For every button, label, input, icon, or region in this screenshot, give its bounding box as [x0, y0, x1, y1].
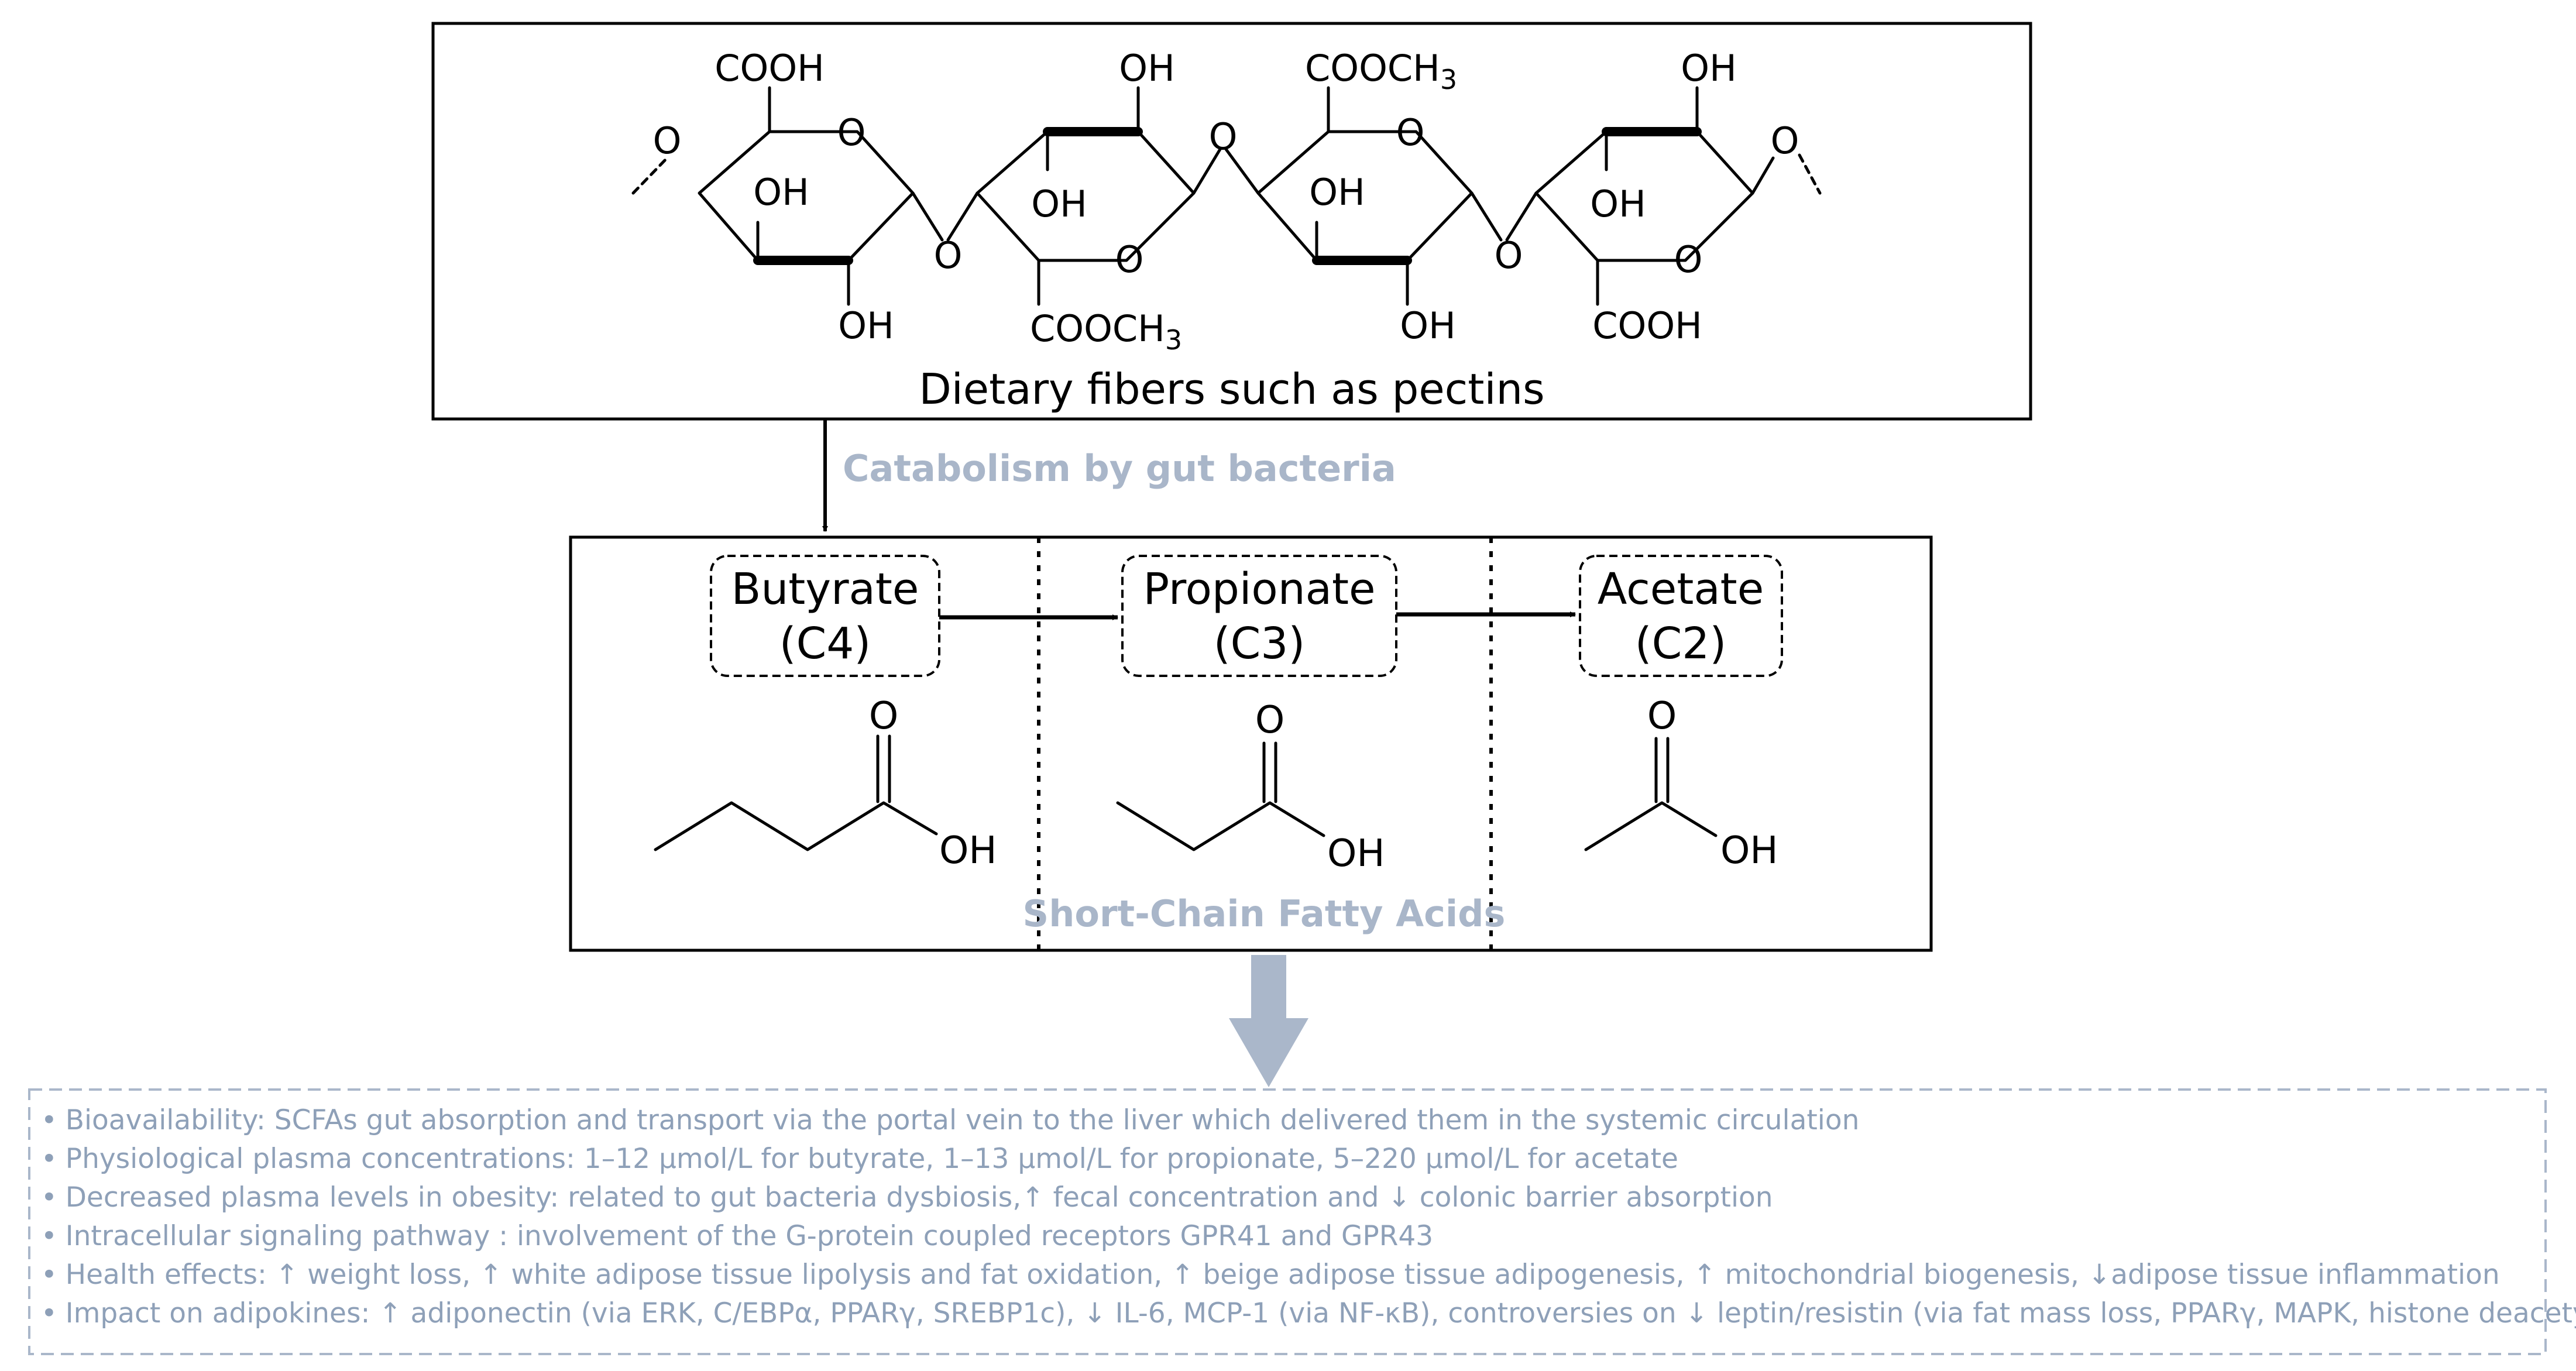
methyl-ester-text: COOCH: [1030, 307, 1165, 350]
ring-oxygen-label: O: [837, 111, 866, 154]
effect-text: Physiological plasma concentrations: 1–1…: [65, 1143, 1678, 1175]
effect-item-plasma-concentrations: •Physiological plasma concentrations: 1–…: [41, 1140, 2540, 1178]
glycosidic-oxygen-label: O: [1495, 234, 1523, 277]
butyrate-structure: [654, 734, 938, 851]
methyl-ester-group-label: COOCH3: [1305, 47, 1457, 95]
butyrate-hydroxyl: OH: [939, 829, 997, 872]
scfa-box: [569, 535, 1933, 952]
pectin-structure: [631, 86, 1822, 306]
effect-item-adipokines: •Impact on adipokines: ↑ adiponectin (vi…: [41, 1294, 2576, 1333]
hydroxyl-group-label: OH: [1400, 304, 1455, 347]
hydroxyl-group-label: OH: [1119, 47, 1174, 90]
effect-item-bioavailability: •Bioavailability: SCFAs gut absorption a…: [41, 1101, 2540, 1140]
bullet-glyph: •: [41, 1297, 57, 1329]
acetate-structure: [1584, 737, 1718, 851]
bullet-glyph: •: [41, 1181, 57, 1214]
effects-arrow: [1229, 955, 1308, 1087]
butyrate-carbonyl-oxygen: O: [869, 695, 898, 738]
acetate-carbon-count: (C2): [1635, 619, 1727, 669]
methyl-ester-subscript: 3: [1440, 64, 1457, 95]
effects-box: [28, 1088, 2547, 1355]
acetate-box: [1579, 555, 1783, 677]
propionate-structure: [1116, 741, 1325, 851]
effect-text: Decreased plasma levels in obesity: rela…: [65, 1181, 1773, 1214]
effect-text: Intracellular signaling pathway : involv…: [65, 1220, 1434, 1252]
propionate-name: Propionate: [1143, 564, 1376, 614]
scfa-footer-label: Short-Chain Fatty Acids: [1023, 892, 1506, 935]
bullet-glyph: •: [41, 1259, 57, 1291]
hydroxyl-group-label: OH: [1681, 47, 1736, 90]
hydroxyl-group-label: OH: [1031, 183, 1087, 225]
propionate-carbon-count: (C3): [1214, 619, 1306, 669]
methyl-ester-subscript: 3: [1165, 324, 1182, 356]
acetate-name: Acetate: [1598, 564, 1764, 614]
acetate-hydroxyl: OH: [1720, 829, 1778, 872]
ring-oxygen-label: O: [1674, 238, 1703, 281]
bullet-glyph: •: [41, 1143, 57, 1175]
effect-text: Bioavailability: SCFAs gut absorption an…: [65, 1104, 1860, 1136]
hydroxyl-group-label: OH: [838, 304, 894, 347]
methyl-ester-group-label: COOCH3: [1030, 307, 1182, 356]
fiber-box: [431, 22, 2032, 421]
glycosidic-oxygen-label: O: [934, 234, 963, 277]
effect-text: Health effects: ↑ weight loss, ↑ white a…: [65, 1259, 2500, 1291]
butyrate-name: Butyrate: [731, 564, 919, 614]
effect-item-signaling-pathway: •Intracellular signaling pathway : invol…: [41, 1217, 2540, 1256]
hydroxyl-group-label: OH: [1309, 171, 1365, 214]
glycosidic-oxygen-label: O: [653, 119, 682, 162]
pectin-labels: O O COOH OH OH O OH OH O COOCH3 O COOCH3…: [653, 47, 1799, 356]
propionate-hydroxyl: OH: [1327, 832, 1385, 875]
effect-item-obesity-levels: •Decreased plasma levels in obesity: rel…: [41, 1178, 2540, 1217]
hydroxyl-group-label: OH: [1590, 183, 1646, 225]
effects-list: •Bioavailability: SCFAs gut absorption a…: [41, 1101, 2576, 1333]
propionate-carbonyl-oxygen: O: [1255, 699, 1284, 742]
fiber-caption: Dietary fibers such as pectins: [919, 365, 1544, 414]
methyl-ester-text: COOCH: [1305, 47, 1440, 90]
effect-item-health-effects: •Health effects: ↑ weight loss, ↑ white …: [41, 1256, 2540, 1294]
effect-text: Impact on adipokines: ↑ adiponectin (via…: [65, 1297, 2576, 1329]
bullet-glyph: •: [41, 1220, 57, 1252]
glycosidic-oxygen-label: O: [1209, 115, 1238, 158]
ring-oxygen-label: O: [1115, 238, 1144, 281]
carboxyl-group-label: COOH: [715, 47, 825, 90]
butyrate-carbon-count: (C4): [779, 619, 871, 669]
carboxyl-group-label: COOH: [1592, 304, 1702, 347]
glycosidic-oxygen-label: O: [1771, 119, 1799, 162]
ring-oxygen-label: O: [1396, 111, 1425, 154]
bullet-glyph: •: [41, 1104, 57, 1136]
hydroxyl-group-label: OH: [753, 171, 809, 214]
catabolism-label: Catabolism by gut bacteria: [843, 447, 1396, 490]
acetate-carbonyl-oxygen: O: [1647, 695, 1677, 738]
